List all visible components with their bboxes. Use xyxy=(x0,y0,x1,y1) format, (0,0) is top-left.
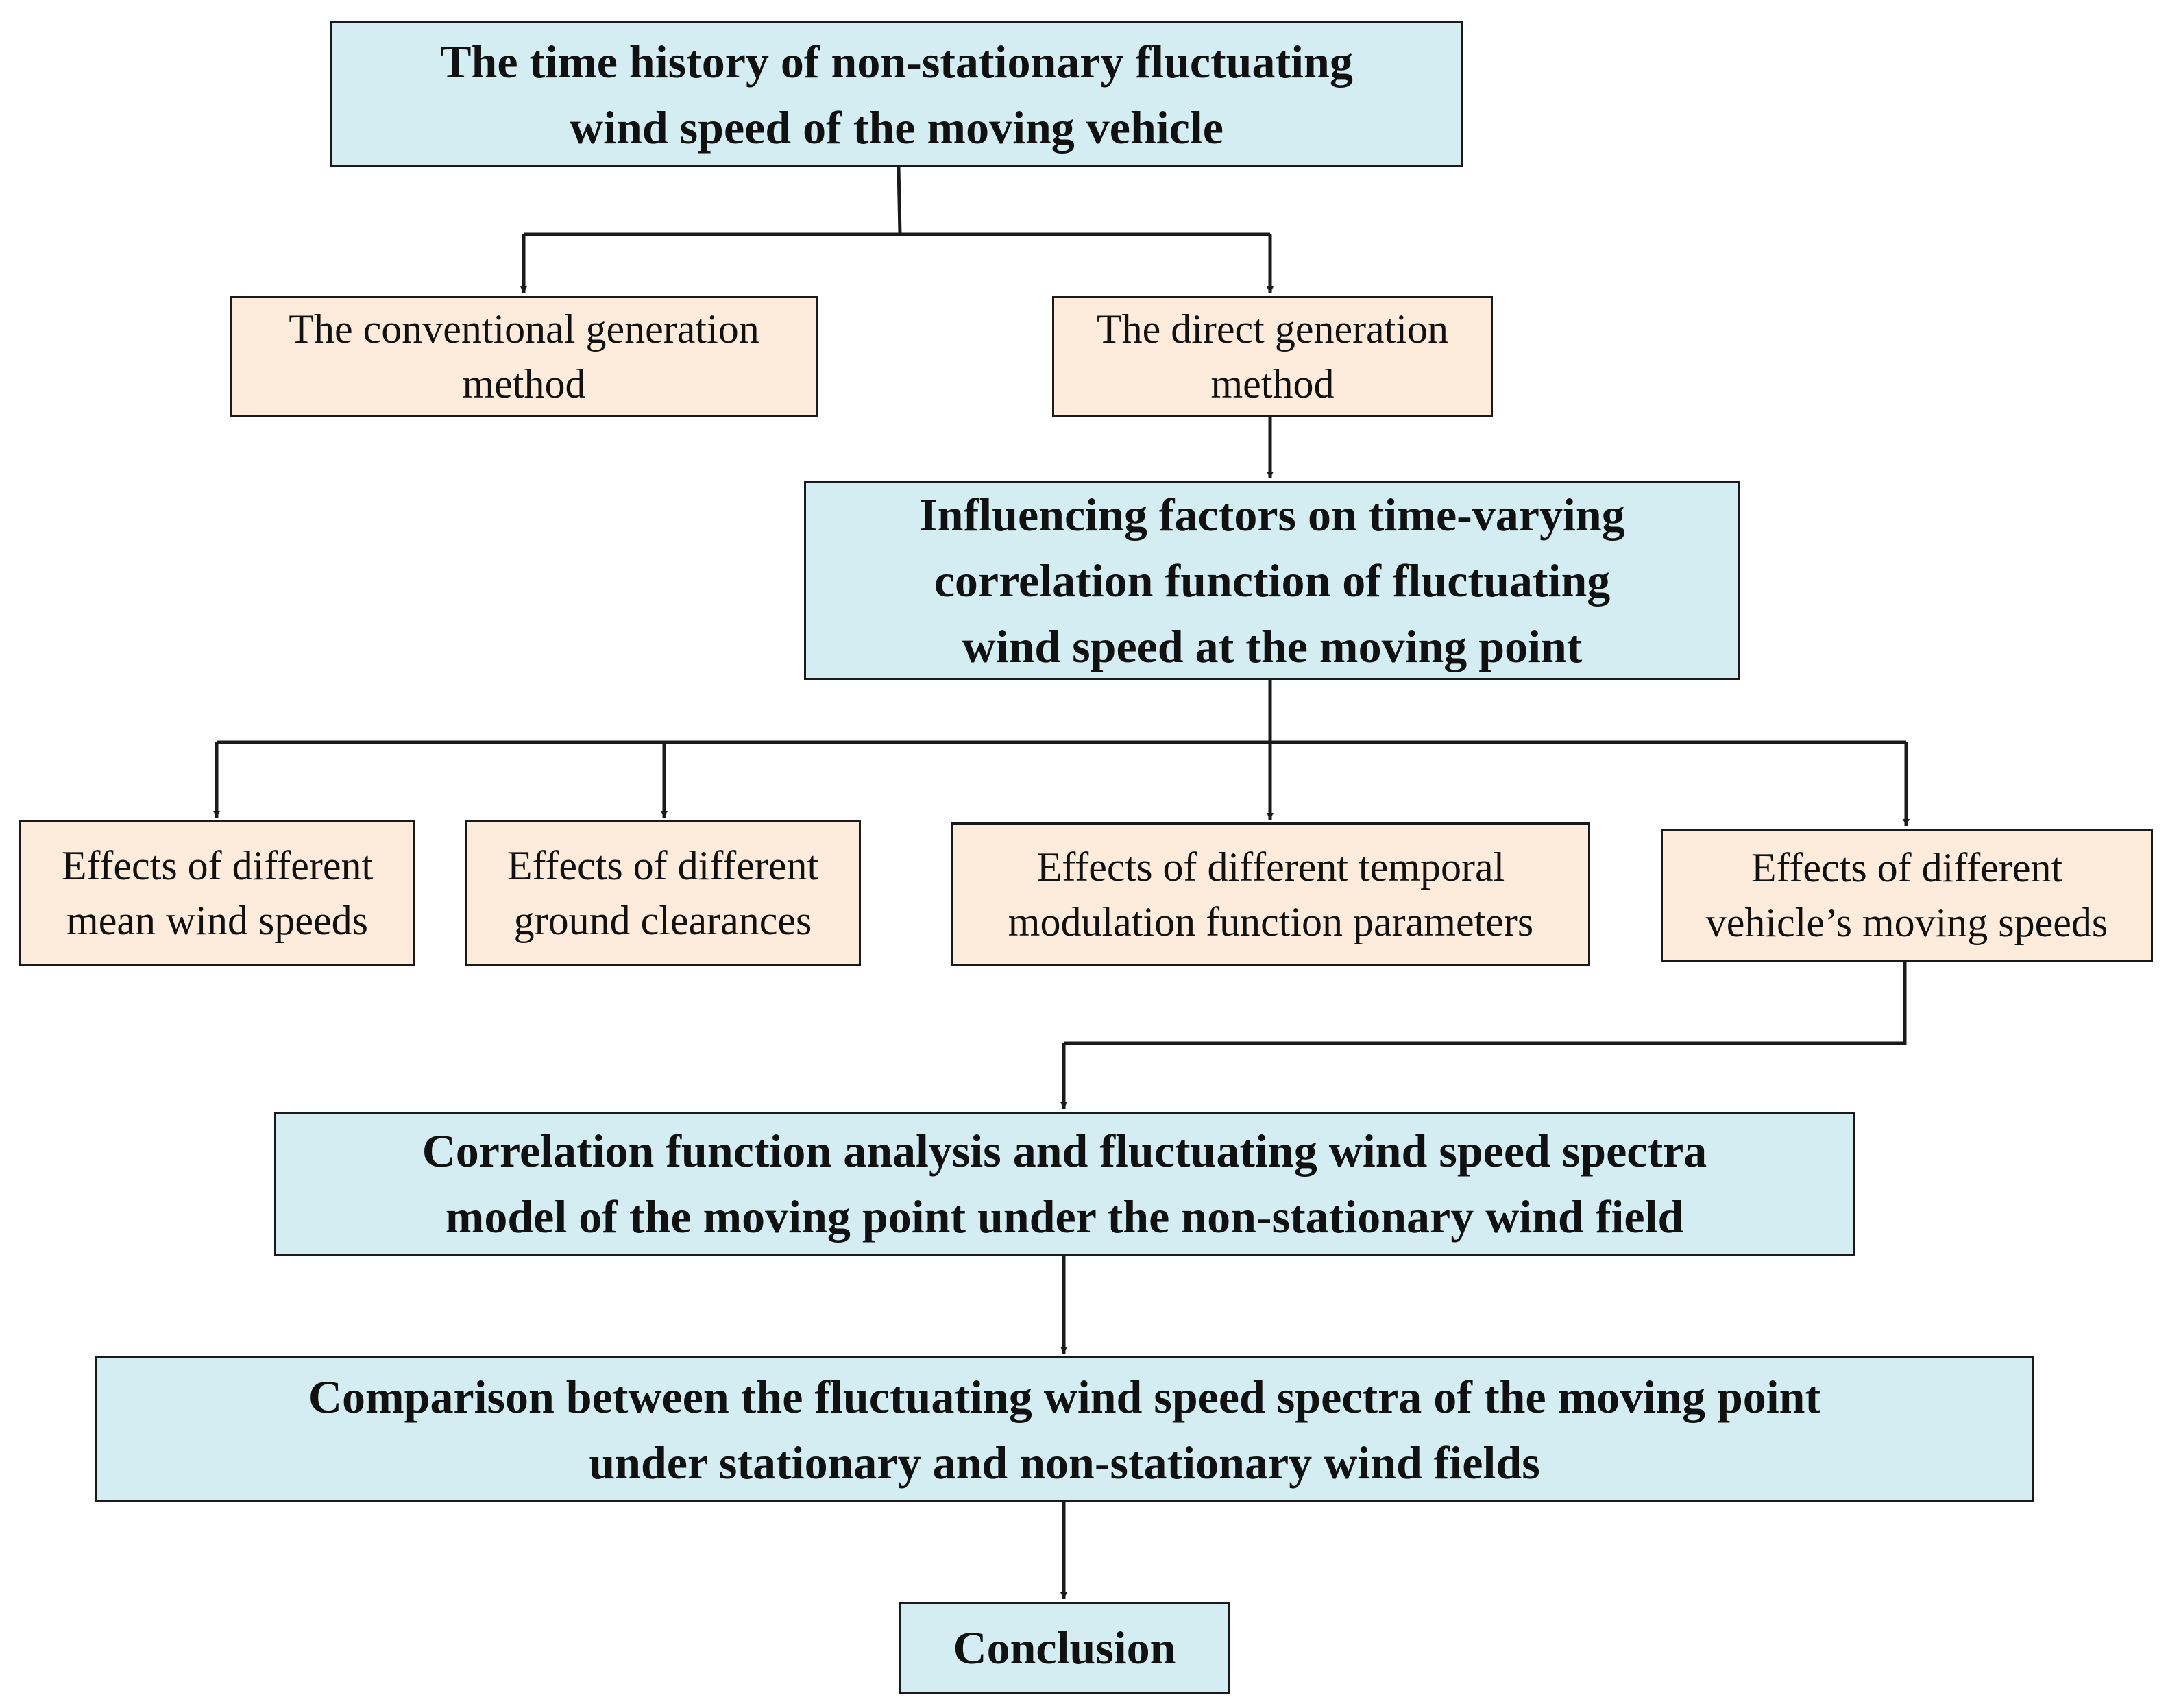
node-time-history: The time history of non-stationary fluct… xyxy=(330,21,1463,167)
node-correlation-analysis: Correlation function analysis and fluctu… xyxy=(274,1112,1855,1256)
node-conventional-method-label: The conventional generation method xyxy=(289,306,759,406)
node-conclusion-label: Conclusion xyxy=(953,1622,1176,1674)
node-effect-temporal-modulation-label: Effects of different temporal modulation… xyxy=(1008,844,1534,944)
node-influencing-factors-label: Influencing factors on time-varying corr… xyxy=(919,489,1625,672)
node-effect-vehicle-speed: Effects of different vehicle’s moving sp… xyxy=(1661,829,2153,962)
connector-vehicle-elbow xyxy=(1064,962,1907,1045)
node-effect-ground-clearance-label: Effects of different ground clearances xyxy=(507,843,819,943)
node-influencing-factors: Influencing factors on time-varying corr… xyxy=(804,481,1740,680)
node-effect-mean-wind: Effects of different mean wind speeds xyxy=(19,820,415,966)
node-effect-ground-clearance: Effects of different ground clearances xyxy=(465,820,861,966)
node-comparison-label: Comparison between the fluctuating wind … xyxy=(308,1370,1821,1489)
node-comparison: Comparison between the fluctuating wind … xyxy=(95,1356,2034,1502)
node-conventional-method: The conventional generation method xyxy=(230,296,818,417)
connector-title-trunk xyxy=(897,167,902,235)
node-correlation-analysis-label: Correlation function analysis and fluctu… xyxy=(422,1125,1707,1243)
node-time-history-label: The time history of non-stationary fluct… xyxy=(440,35,1353,154)
node-effect-vehicle-speed-label: Effects of different vehicle’s moving sp… xyxy=(1705,845,2108,945)
node-effect-mean-wind-label: Effects of different mean wind speeds xyxy=(61,843,374,943)
node-conclusion: Conclusion xyxy=(899,1602,1230,1694)
node-direct-method-label: The direct generation method xyxy=(1096,306,1449,406)
node-effect-temporal-modulation: Effects of different temporal modulation… xyxy=(951,822,1590,966)
node-direct-method: The direct generation method xyxy=(1052,296,1493,417)
